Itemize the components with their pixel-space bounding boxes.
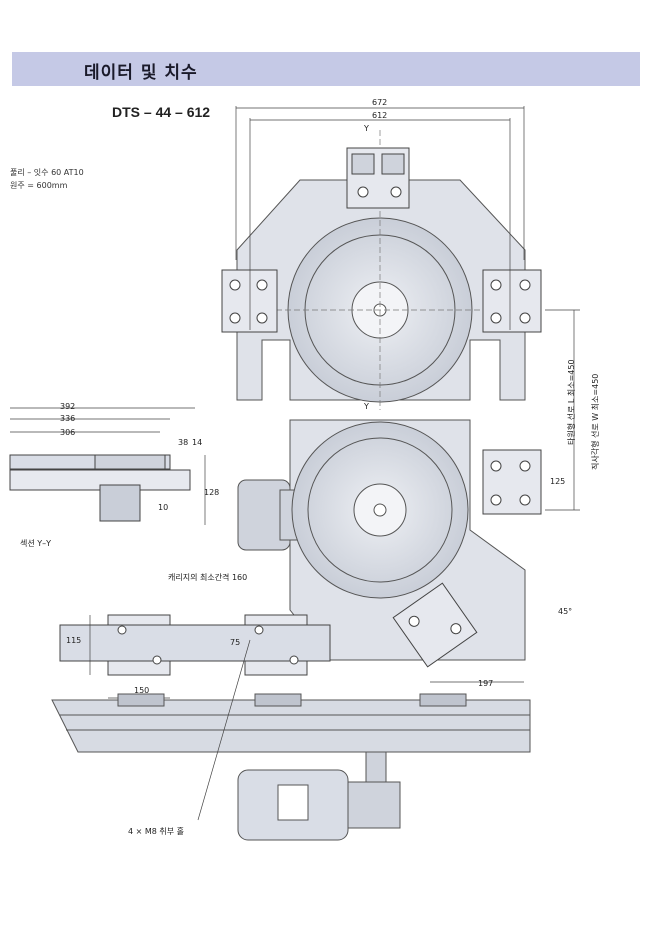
corner-carriage	[392, 582, 478, 668]
dim-197: 197	[478, 679, 494, 688]
page-title: 데이터 및 치수	[84, 63, 198, 83]
dim-45: 45°	[558, 607, 573, 616]
circumference-note: 원주 = 600mm	[10, 181, 68, 190]
motor-side	[237, 479, 301, 551]
dim-306: 306	[60, 428, 76, 437]
dim-128: 128	[204, 488, 220, 497]
lower-right-carriage	[482, 449, 542, 515]
title-banner: 데이터 및 치수	[12, 52, 640, 86]
dim-38: 38	[178, 438, 189, 447]
dim-125: 125	[550, 477, 566, 486]
dim-392: 392	[60, 402, 76, 411]
oval-line-label: 타원형 선로 L 최소=450	[567, 359, 576, 445]
lower-wheel	[291, 421, 469, 599]
top-dimensions	[235, 106, 525, 330]
length-dimension	[545, 309, 580, 511]
left-carriage	[221, 269, 278, 333]
dim-10: 10	[158, 503, 169, 512]
carriage-row	[59, 614, 331, 676]
rect-line-label: 직사각형 선로 W 최소=450	[591, 373, 600, 470]
right-carriage	[482, 269, 542, 333]
dim-672: 672	[372, 98, 388, 107]
dim-336: 336	[60, 414, 76, 423]
model-number: DTS – 44 – 612	[112, 104, 211, 120]
side-rail	[51, 693, 531, 753]
dim-115: 115	[66, 636, 82, 645]
dim-150: 150	[134, 686, 150, 695]
dim-75: 75	[230, 638, 241, 647]
y-label-top: Y	[364, 124, 369, 133]
y-label-mid: Y	[364, 402, 369, 411]
section-dimensions	[10, 407, 206, 525]
section-y-y	[9, 454, 191, 522]
carriage-min-spacing: 캐리지의 최소간격 160	[168, 573, 248, 582]
section-label: 섹션 Y–Y	[20, 539, 52, 548]
bottom-motor	[237, 751, 401, 841]
dim-612: 612	[372, 111, 388, 120]
pulley-note: 풀리 – 잇수 60 AT10	[10, 168, 84, 177]
top-carriage	[346, 147, 410, 209]
dim-14: 14	[192, 438, 203, 447]
mount-holes-label: 4 × M8 취부 홀	[128, 827, 185, 836]
